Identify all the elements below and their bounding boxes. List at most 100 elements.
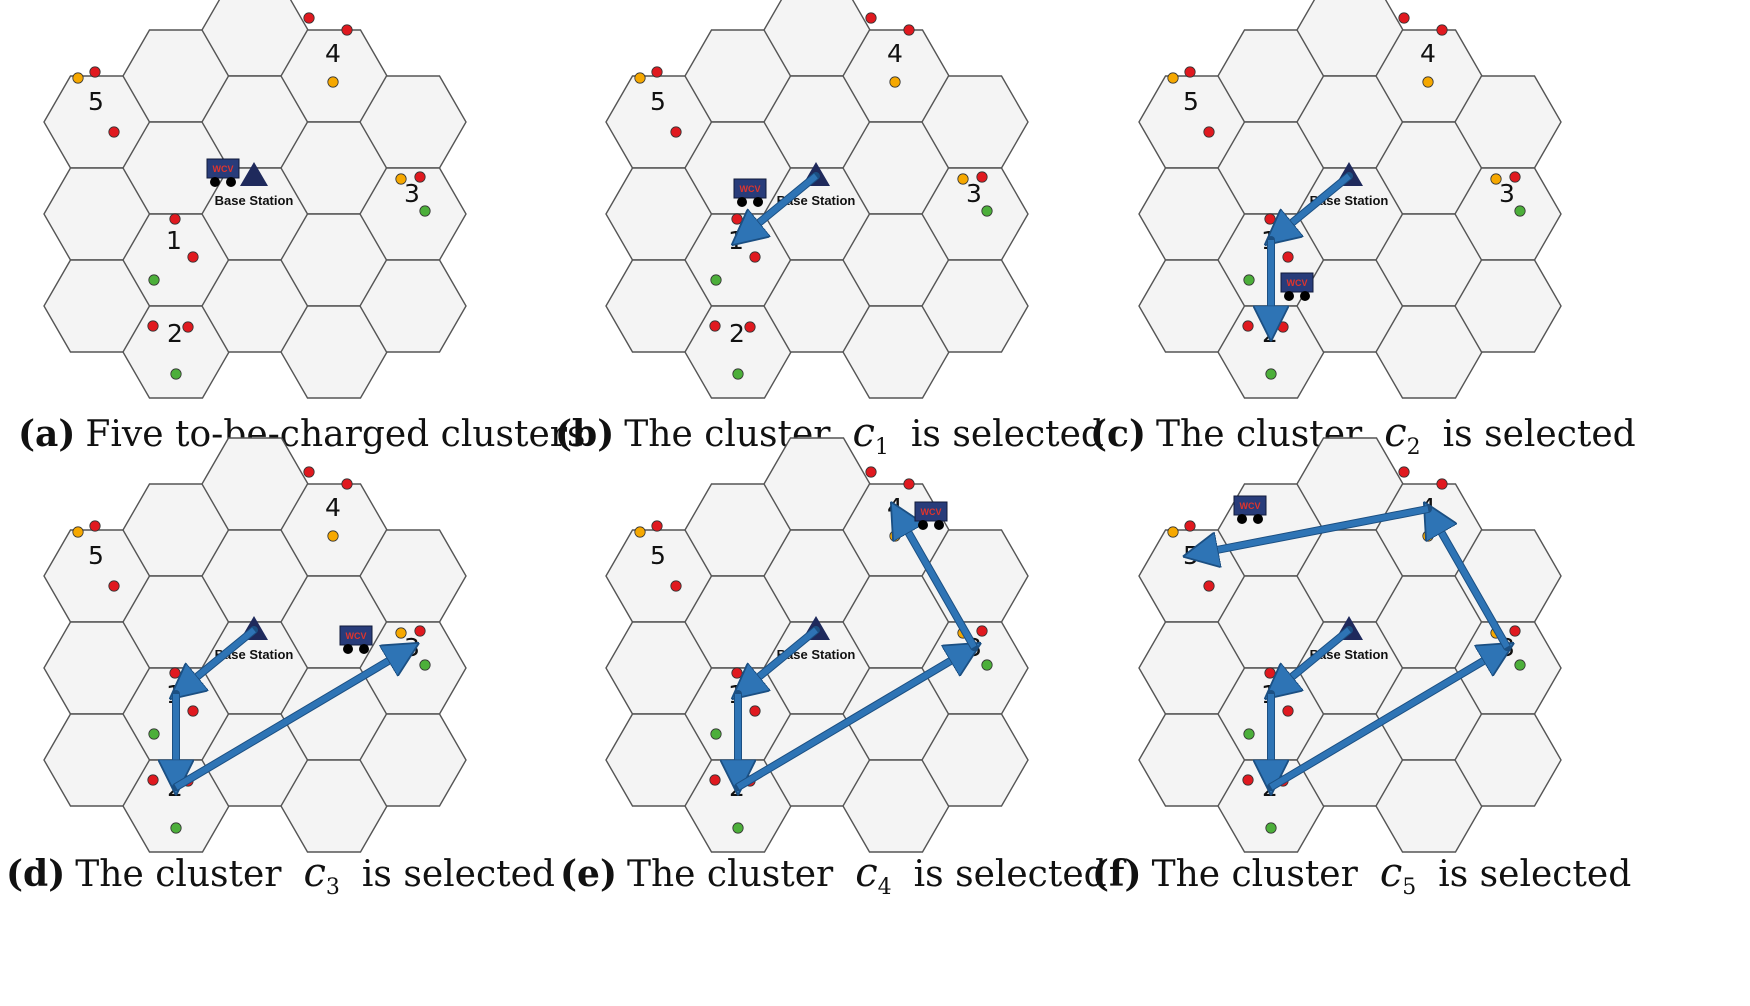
base-station-icon xyxy=(240,162,268,186)
sensor-node xyxy=(72,72,84,84)
sensor-node xyxy=(1514,205,1526,217)
caption-subscript: 5 xyxy=(1402,875,1416,900)
sensor-node xyxy=(395,627,407,639)
sensor-node xyxy=(72,526,84,538)
sensor-node xyxy=(670,580,682,592)
sensor-node xyxy=(709,774,721,786)
panel-caption: (d)The cluster c3 is selected xyxy=(6,850,555,900)
sensor-node xyxy=(731,667,743,679)
cluster-label-5: 5 xyxy=(650,541,666,570)
caption-suffix: is selected xyxy=(1443,414,1636,455)
caption-suffix: is selected xyxy=(362,854,555,895)
wcv-wheel xyxy=(359,644,369,654)
sensor-node xyxy=(1243,274,1255,286)
wcv-wheel xyxy=(934,520,944,530)
sensor-node xyxy=(148,728,160,740)
sensor-node xyxy=(303,466,315,478)
cluster-label-4: 4 xyxy=(1420,39,1436,68)
tour-arrow xyxy=(736,647,974,790)
hex-cell xyxy=(1454,259,1562,353)
sensor-node xyxy=(1436,478,1448,490)
wcv-label: WCV xyxy=(346,631,367,641)
sensor-node xyxy=(147,774,159,786)
hex-grid xyxy=(1138,0,1562,399)
tour-arrow xyxy=(176,627,256,694)
tour-arrow xyxy=(1271,173,1351,240)
cluster-label-2: 2 xyxy=(729,319,745,348)
cluster-label-3: 3 xyxy=(966,179,982,208)
tour-arrow xyxy=(738,173,818,240)
sensor-node xyxy=(651,520,663,532)
cluster-label-5: 5 xyxy=(88,541,104,570)
caption-text: The cluster xyxy=(75,854,282,895)
sensor-node xyxy=(395,173,407,185)
sensor-node xyxy=(108,580,120,592)
sensor-node xyxy=(889,76,901,88)
sensor-node xyxy=(1264,667,1276,679)
hex-grid xyxy=(1138,437,1562,853)
wcv-wheel xyxy=(210,177,220,187)
cluster-label-2: 2 xyxy=(167,319,183,348)
sensor-node xyxy=(419,659,431,671)
sensor-node xyxy=(976,625,988,637)
sensor-node xyxy=(148,274,160,286)
wcv-wheel xyxy=(918,520,928,530)
wcv-label: WCV xyxy=(1287,278,1308,288)
sensor-node xyxy=(732,822,744,834)
cluster-label-5: 5 xyxy=(1183,87,1199,116)
sensor-node xyxy=(889,530,901,542)
sensor-node xyxy=(1167,526,1179,538)
sensor-node xyxy=(731,213,743,225)
sensor-node xyxy=(169,213,181,225)
sensor-node xyxy=(1422,530,1434,542)
sensor-node xyxy=(1398,12,1410,24)
sensor-node xyxy=(187,705,199,717)
sensor-node xyxy=(634,72,646,84)
hex-cell xyxy=(359,713,467,807)
caption-math: c xyxy=(1384,410,1406,456)
sensor-node xyxy=(744,321,756,333)
sensor-node xyxy=(709,320,721,332)
caption-text: Five to-be-charged clusters xyxy=(85,414,585,455)
caption-subscript: 1 xyxy=(875,435,889,460)
sensor-node xyxy=(710,274,722,286)
hex-grid xyxy=(605,437,1029,853)
sensor-node xyxy=(634,526,646,538)
hex-cell xyxy=(359,259,467,353)
sensor-node xyxy=(1509,625,1521,637)
tour-arrow xyxy=(1191,506,1429,555)
sensor-node xyxy=(903,478,915,490)
wcv-label: WCV xyxy=(921,507,942,517)
hex-grid xyxy=(43,0,467,399)
sensor-node xyxy=(170,368,182,380)
caption-math: c xyxy=(853,410,875,456)
sensor-node xyxy=(89,520,101,532)
sensor-node xyxy=(710,728,722,740)
sensor-node xyxy=(182,321,194,333)
sensor-node xyxy=(170,822,182,834)
sensor-node xyxy=(108,126,120,138)
sensor-node xyxy=(981,205,993,217)
caption-letter: (c) xyxy=(1090,413,1146,455)
caption-letter: (a) xyxy=(18,413,75,455)
sensor-node xyxy=(732,368,744,380)
caption-subscript: 4 xyxy=(878,875,892,900)
hex-grid xyxy=(605,0,1029,399)
sensor-node xyxy=(169,667,181,679)
caption-math: c xyxy=(304,850,326,896)
wcv-label: WCV xyxy=(1240,501,1261,511)
sensor-node xyxy=(1243,728,1255,740)
hex-grid xyxy=(43,437,467,853)
sensor-node xyxy=(1242,774,1254,786)
caption-subscript: 3 xyxy=(326,875,340,900)
sensor-node xyxy=(187,251,199,263)
sensor-node xyxy=(651,66,663,78)
caption-letter: (d) xyxy=(6,853,65,895)
cluster-label-1: 1 xyxy=(166,226,182,255)
hex-cell xyxy=(1454,713,1562,807)
